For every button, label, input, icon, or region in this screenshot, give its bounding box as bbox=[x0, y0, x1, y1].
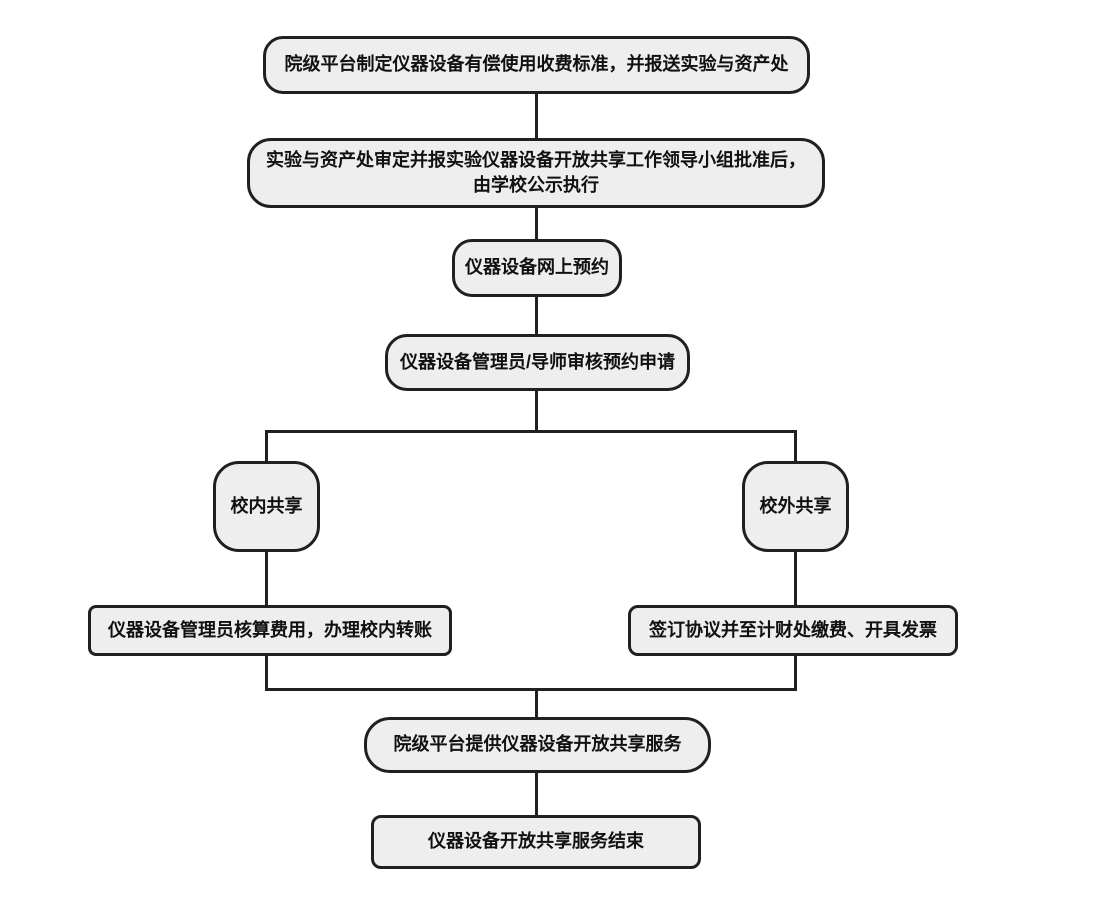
node-provide-service: 院级平台提供仪器设备开放共享服务 bbox=[364, 717, 711, 773]
connector-merge-horizontal bbox=[265, 688, 797, 691]
connector-split-to-off-campus bbox=[794, 430, 797, 463]
node-campus-transfer: 仪器设备管理员核算费用，办理校内转账 bbox=[88, 605, 452, 656]
connector-service-to-end bbox=[535, 771, 538, 817]
connector-off-campus-to-pay bbox=[794, 550, 797, 607]
connector-pay-to-merge bbox=[794, 654, 797, 691]
connector-split-to-on-campus bbox=[265, 430, 268, 463]
connector-split-horizontal bbox=[265, 430, 797, 433]
node-sign-agreement-pay: 签订协议并至计财处缴费、开具发票 bbox=[628, 605, 958, 656]
node-online-booking: 仪器设备网上预约 bbox=[452, 239, 622, 297]
node-service-end: 仪器设备开放共享服务结束 bbox=[371, 815, 701, 869]
node-approval-publish-line-1: 实验与资产处审定并报实验仪器设备开放共享工作领导小组批准后， bbox=[266, 149, 806, 170]
connector-review-to-split bbox=[535, 389, 538, 433]
node-fee-standard: 院级平台制定仪器设备有偿使用收费标准，并报送实验与资产处 bbox=[263, 36, 810, 94]
node-approval-publish: 实验与资产处审定并报实验仪器设备开放共享工作领导小组批准后， 由学校公示执行 bbox=[247, 138, 825, 208]
connector-approval-to-booking bbox=[535, 206, 538, 241]
node-off-campus-sharing: 校外共享 bbox=[742, 461, 849, 552]
connector-transfer-to-merge bbox=[265, 654, 268, 691]
connector-merge-to-service bbox=[535, 688, 538, 719]
connector-booking-to-review bbox=[535, 295, 538, 336]
node-approval-publish-line-2: 由学校公示执行 bbox=[473, 175, 599, 195]
node-approval-publish-text: 实验与资产处审定并报实验仪器设备开放共享工作领导小组批准后， 由学校公示执行 bbox=[266, 148, 806, 198]
node-on-campus-sharing: 校内共享 bbox=[213, 461, 320, 552]
connector-on-campus-to-transfer bbox=[265, 550, 268, 607]
node-review-application: 仪器设备管理员/导师审核预约申请 bbox=[385, 334, 690, 391]
connector-fee-to-approval bbox=[535, 92, 538, 140]
